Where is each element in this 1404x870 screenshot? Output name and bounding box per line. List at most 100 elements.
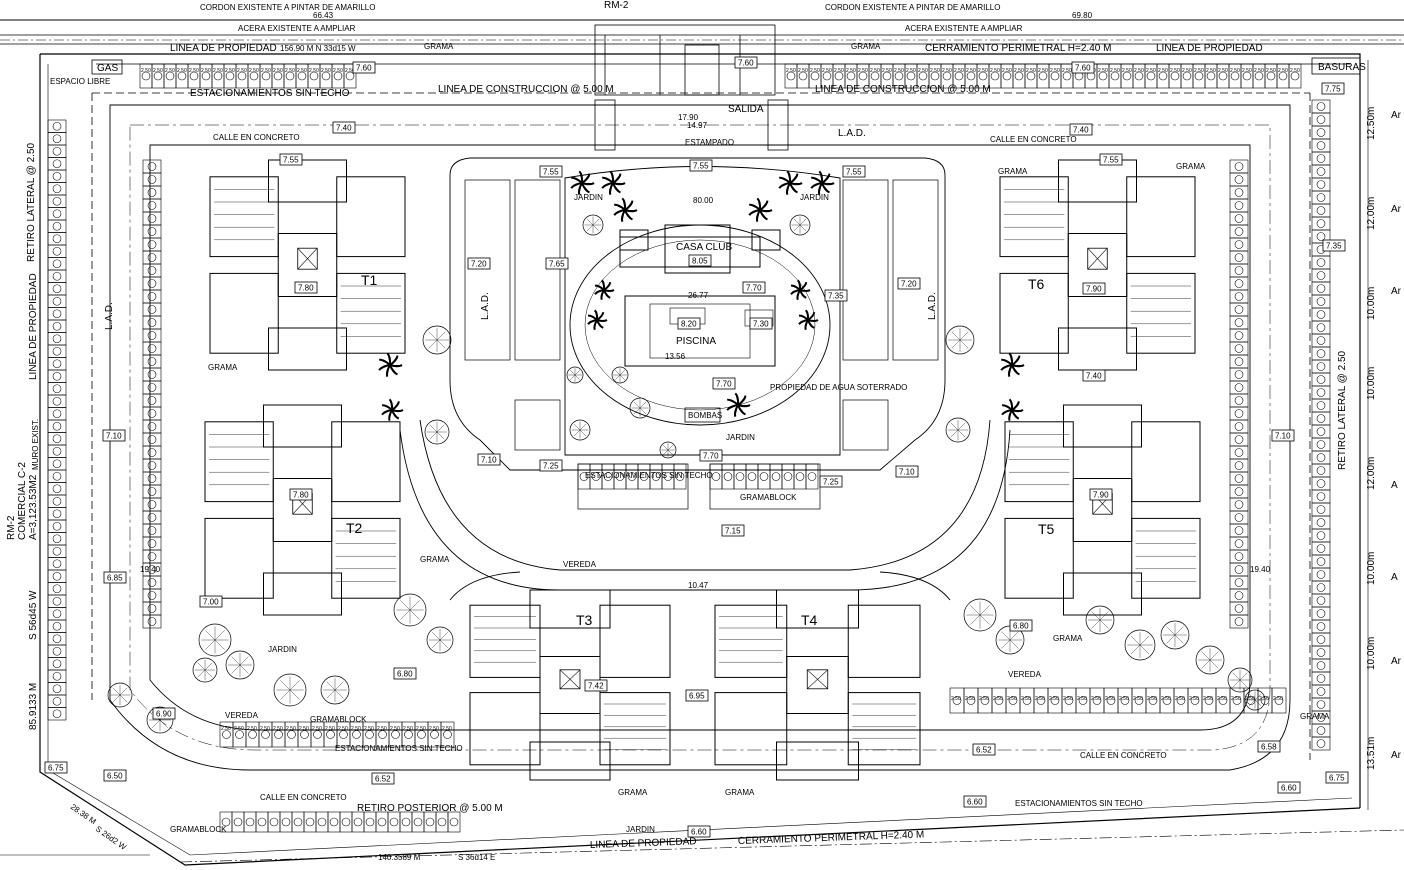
stall-marker [147,279,157,288]
grama-label-10: GRAMA [851,42,881,51]
stall-marker [52,209,62,219]
palm-frond [386,352,392,366]
elevator-x [1087,247,1108,270]
tree-branch [204,662,213,671]
tree-branch [1174,626,1184,636]
right-dim-8: 13.51m [1366,737,1377,770]
elevation-tag-value: 7.42 [588,682,604,691]
stall-marker [1316,700,1326,709]
parking-stall [1271,687,1287,714]
tree-branch [663,445,669,451]
stall-width-label: 2.50 [141,68,151,74]
tree-branch [231,656,241,666]
grama-label-3: GRAMA [618,788,648,797]
palm [748,197,773,223]
stall-marker [365,730,374,739]
elevation-tag-value: 7.70 [716,380,732,389]
stall-marker [52,421,62,431]
center-dim-1: 17.90 [678,113,699,122]
tree-branch [586,224,594,232]
stall-width-label: 2.50 [1105,696,1115,702]
tree-branch [1239,672,1248,681]
tree-branch [574,374,580,380]
stall-width-label: 2.50 [930,68,940,74]
stall-marker [52,634,62,644]
elevation-tag-box [294,281,318,294]
stall-marker [52,396,62,406]
palm-frond [818,170,824,184]
stall-marker [147,305,157,314]
parking-stall [1311,736,1331,751]
stall-marker [771,472,781,481]
elevation-tag: 7.10 [895,465,919,478]
right-dim-3: 10.00m [1366,287,1377,320]
zoning-left-3: A=3,123.53M2 [28,474,39,540]
stall-width-label: 2.50 [1278,68,1288,74]
elevation-tag-box [102,429,126,442]
palm-frond [759,209,773,213]
elevation-tag-box [677,317,701,330]
stall-marker [1316,687,1326,696]
tower-block [204,404,401,616]
tree-branch [570,374,576,380]
stall-marker [52,346,62,356]
palm-frond [601,182,614,189]
stall-marker [1190,696,1200,705]
elevation-tag-box [103,571,127,584]
stall-width-label: 2.50 [1273,696,1283,702]
tree-branch [1254,693,1262,701]
parking-stall [142,614,162,629]
stall-width-label: 2.50 [390,726,400,732]
stall-marker [1234,266,1244,275]
elevation-tag-value: 7.55 [1103,156,1119,165]
elevation-tag-value: 7.90 [1086,285,1102,294]
palm-frond [581,182,590,194]
stall-marker [52,496,62,506]
tree-branch [573,429,581,437]
elevation-tag: 7.55 [689,159,713,172]
bearing-left: S 56d45 W [28,590,39,640]
palm-frond [613,209,626,216]
elevator [806,669,829,690]
stall-marker [1316,713,1326,722]
stall-marker [1182,71,1192,81]
elevator-x [807,669,828,690]
elevation-tag: 7.80 [289,488,313,501]
tree-canopy [273,673,307,707]
palm-frond [799,281,808,291]
center-dim-5: 13.56 [665,352,686,361]
tree-canopy [320,675,350,705]
stall-width-label: 2.50 [1021,696,1031,702]
stall-marker [711,472,721,481]
stall-marker [1316,492,1326,501]
stall-width-label: 2.50 [1245,696,1255,702]
palm-frond [603,281,612,291]
stall-marker [783,472,793,481]
stall-marker [147,227,157,236]
stall-marker [1316,297,1326,306]
elevation-tag: 6.60 [687,825,711,838]
stall-marker [1316,479,1326,488]
elevation-tag-value: 7.70 [746,284,762,293]
elevation-tag-value: 6.85 [107,574,123,583]
tree-branch [1201,651,1211,661]
elevation-tag: 6.80 [393,667,417,680]
property-line-top-right: LINEA DE PROPIEDAD [1156,43,1263,54]
stall-marker [52,571,62,581]
stall-marker [1234,617,1244,626]
stall-marker [1316,622,1326,631]
tower-wing [1131,421,1201,503]
elevation-tag-box [1325,771,1349,784]
tree-canopy [426,626,454,654]
tree-branch [436,339,446,349]
calle-right: CALLE EN CONCRETO [990,135,1077,144]
stall-marker [978,71,988,81]
elevation-tag-value: 7.90 [1093,491,1109,500]
stall-marker [1316,596,1326,605]
grama-label-5: GRAMA [1053,634,1083,643]
palm-frond [789,182,803,186]
elevation-tag-value: 6.95 [689,692,705,701]
dim-top-right: 69.80 [1072,11,1093,20]
tree-branch [436,424,445,433]
stall-marker [233,817,243,827]
